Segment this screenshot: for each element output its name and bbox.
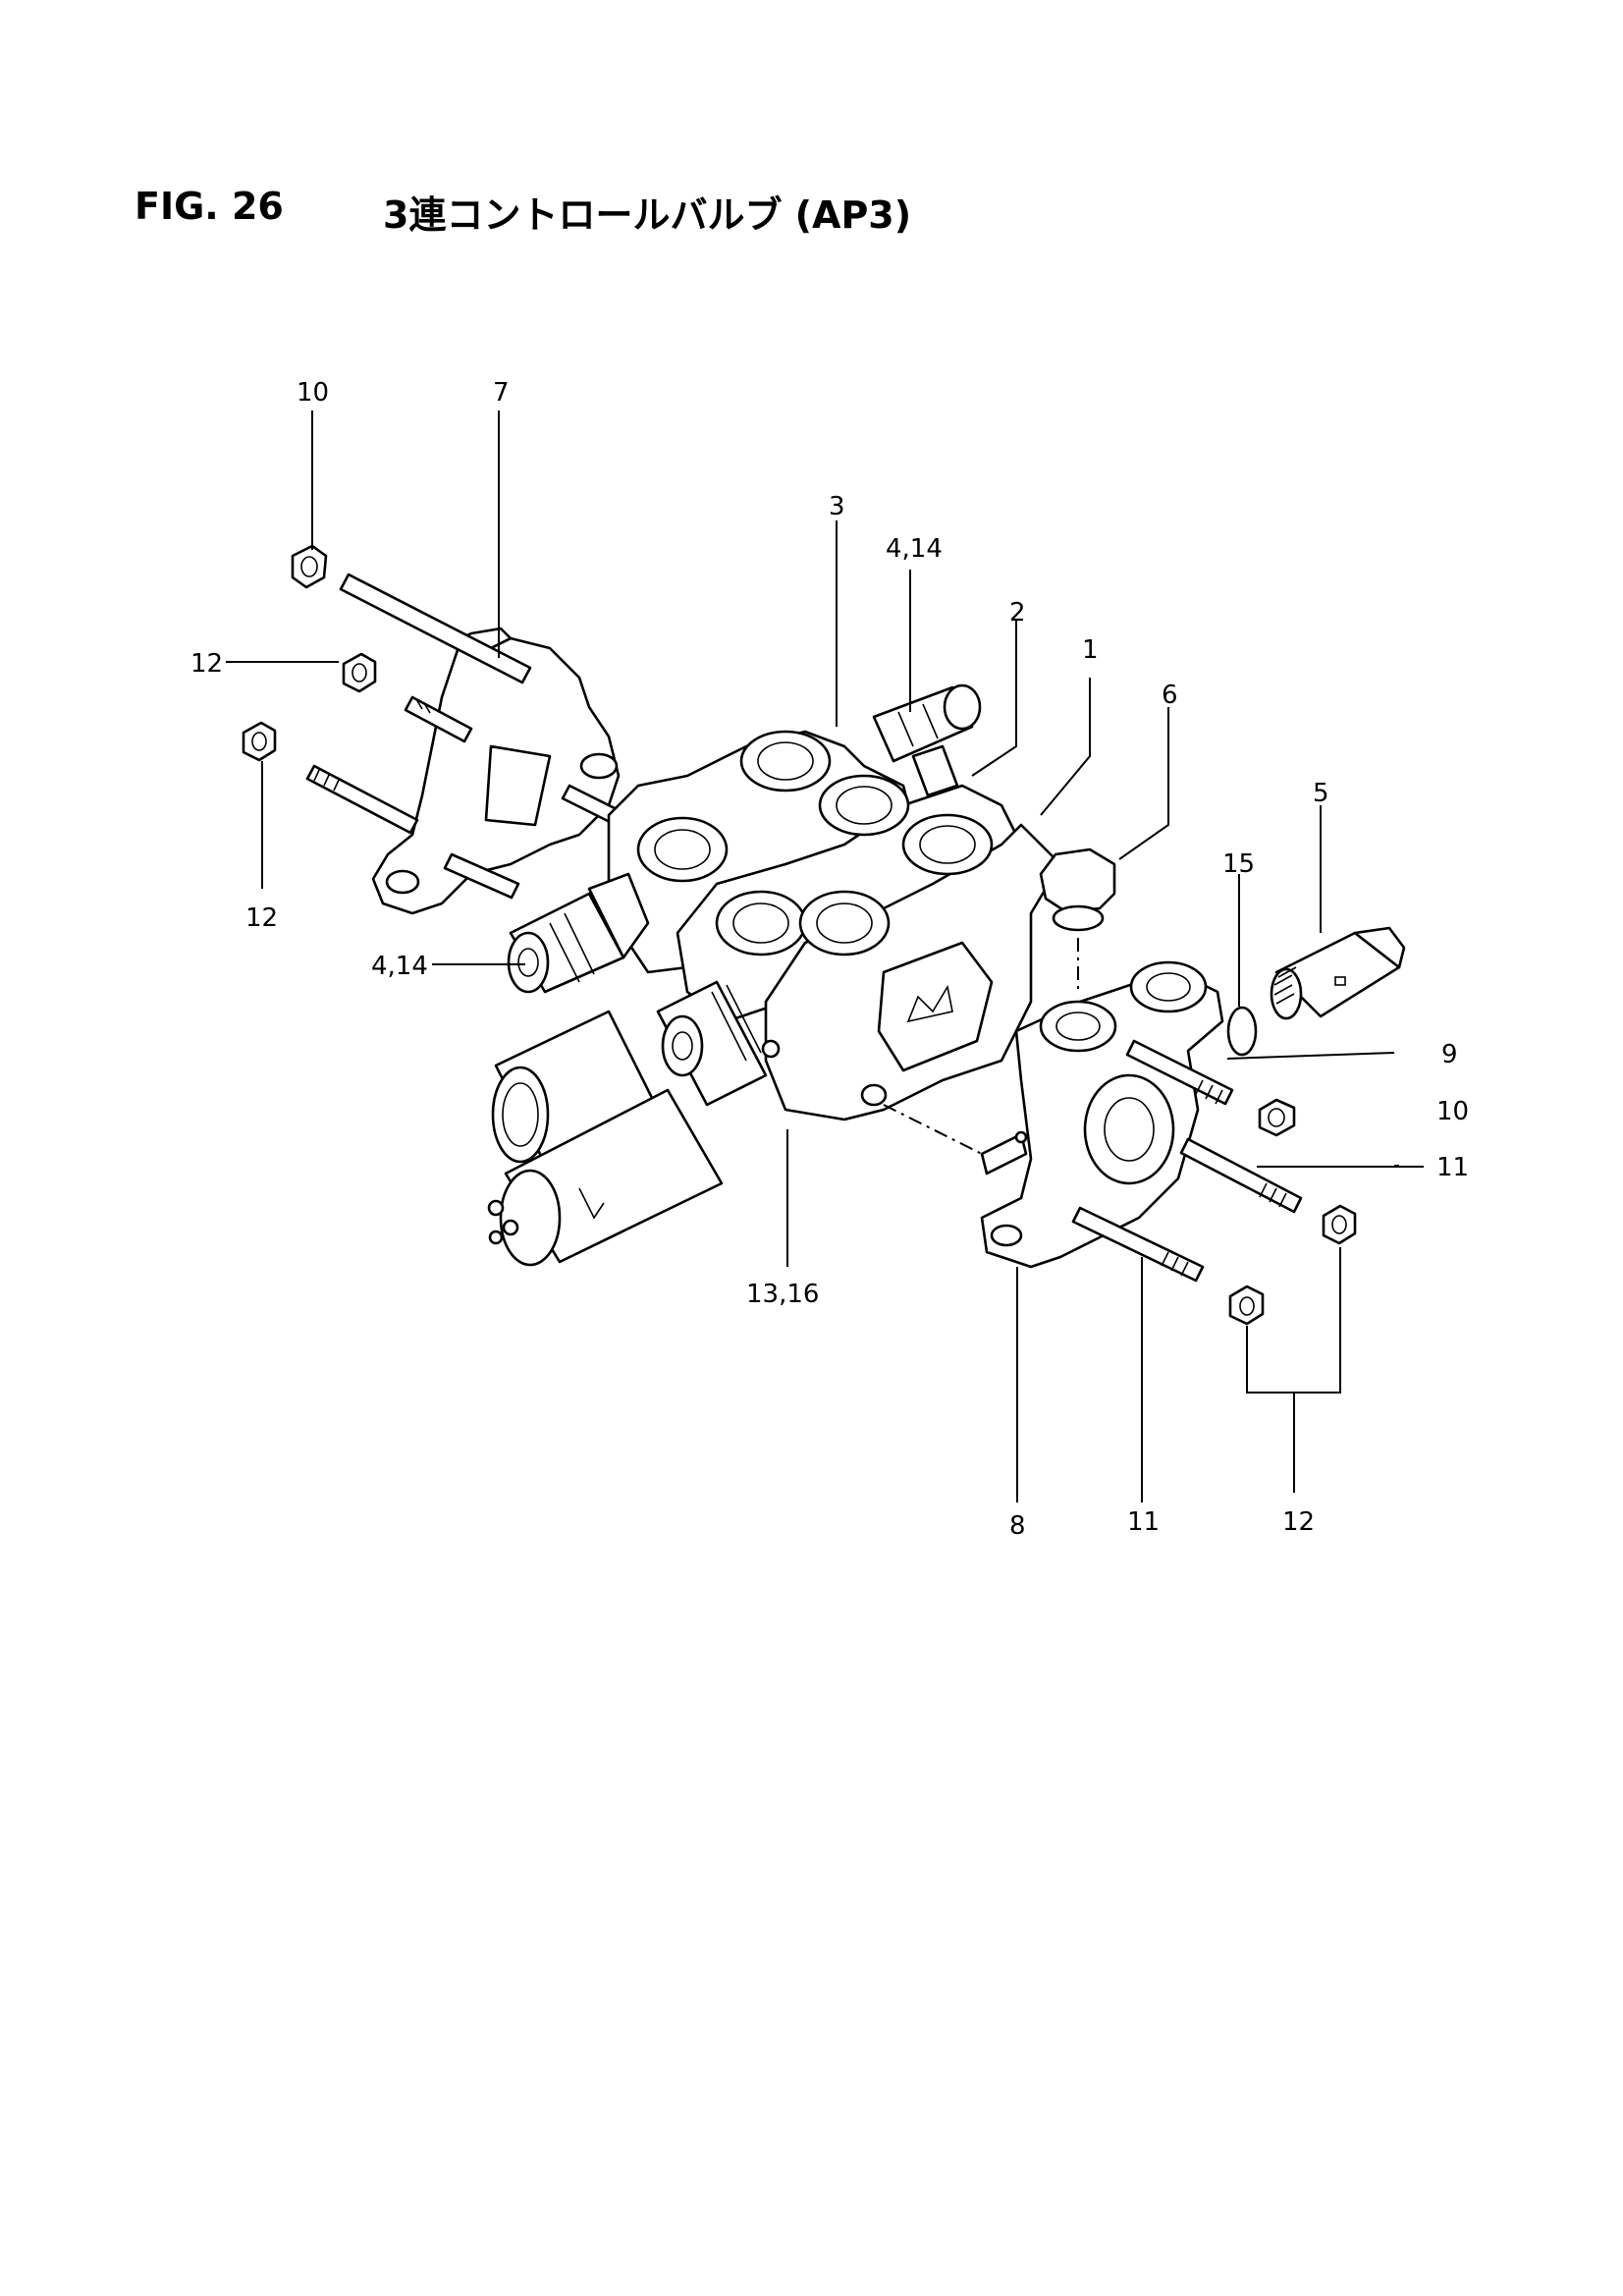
callout-11-right: 11	[1436, 1153, 1469, 1182]
callout-10-right: 10	[1436, 1097, 1469, 1126]
alignment-line	[883, 1104, 993, 1160]
spool-left-4-14	[507, 872, 650, 994]
o-ring-15	[1226, 1006, 1258, 1057]
callout-13-16: 13,16	[746, 1280, 819, 1309]
callout-5: 5	[1313, 779, 1329, 808]
hex-nut-10-right	[1258, 1098, 1296, 1137]
studs-right	[1071, 1039, 1303, 1283]
callout-4-14-left: 4,14	[371, 952, 428, 981]
hex-nut-12-right-upper	[1322, 1204, 1357, 1245]
callout-11-bottom: 11	[1127, 1507, 1160, 1537]
callout-4-14-top: 4,14	[886, 534, 943, 564]
spool-end-13-16	[656, 980, 781, 1107]
callout-12-left: 12	[245, 903, 278, 933]
hex-nut-12-right-lower	[1228, 1285, 1265, 1326]
callout-6: 6	[1162, 681, 1178, 710]
callout-3: 3	[829, 492, 845, 521]
solenoid-housing-lower	[487, 1088, 724, 1267]
callout-2: 2	[1009, 598, 1026, 628]
figure-header: FIG. 26 3連コントロールバルブ (AP3)	[0, 0, 1623, 255]
callout-labels: 10 7 3 4,14 2 1 6 5 15 12 12 4,14 9 10 1…	[190, 378, 1469, 1541]
callout-9: 9	[1441, 1040, 1458, 1069]
hex-nut-12-left	[242, 721, 277, 762]
hex-nut-10-top	[291, 544, 328, 589]
leader-lines	[226, 410, 1424, 1503]
end-section-8	[980, 960, 1224, 1269]
valve-body-section-1	[764, 813, 1062, 1121]
callout-8: 8	[1009, 1511, 1026, 1541]
callout-15: 15	[1222, 849, 1255, 879]
callout-12-upper: 12	[190, 649, 223, 679]
hex-nut-12-upper	[342, 652, 377, 693]
figure-title: 3連コントロールバルブ (AP3)	[383, 193, 912, 237]
relief-valve-5	[1270, 926, 1406, 1020]
end-cover-plate	[371, 627, 621, 915]
figure-number: FIG. 26	[135, 185, 284, 228]
callout-1: 1	[1082, 635, 1099, 665]
callout-10-top: 10	[297, 378, 329, 408]
spool-top-4-14	[872, 683, 982, 797]
callout-7: 7	[493, 378, 510, 408]
callout-12-bottom: 12	[1282, 1507, 1315, 1537]
plug-6	[1039, 847, 1116, 932]
